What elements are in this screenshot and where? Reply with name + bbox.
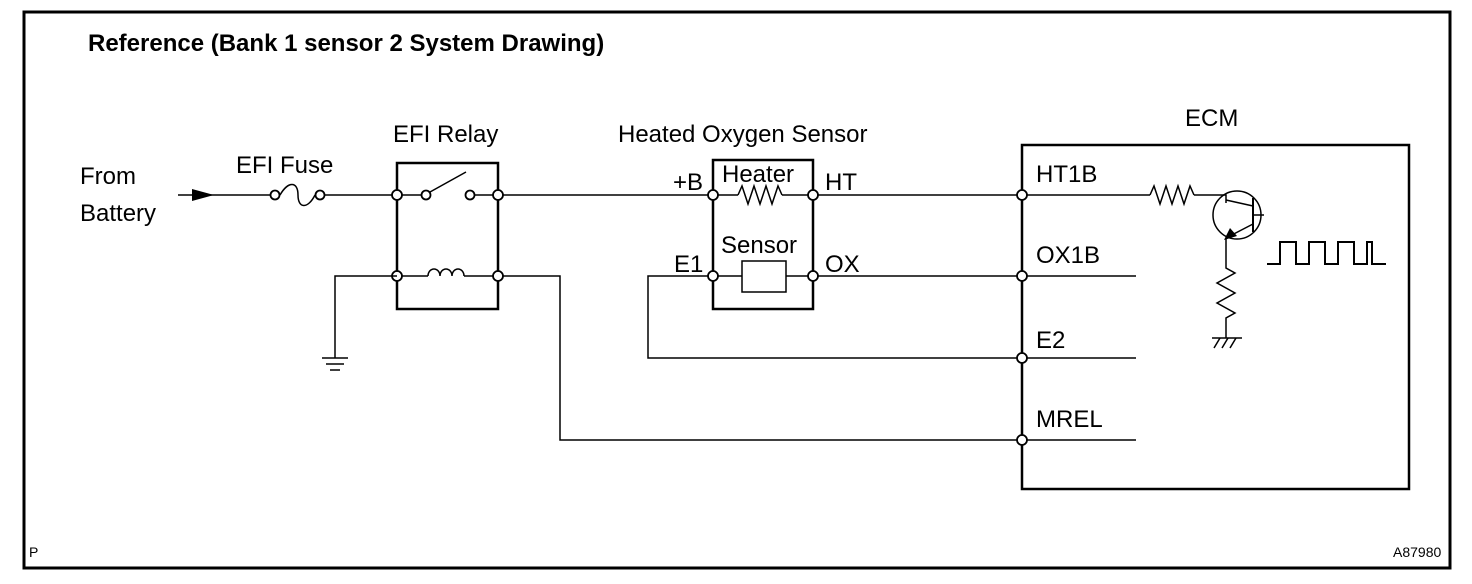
ecm-ground-resistor <box>1212 262 1242 349</box>
sensor-element <box>713 260 813 293</box>
sensor-element-label: Sensor <box>721 232 797 259</box>
ecm-box <box>1020 143 1411 491</box>
battery-arrow <box>178 189 270 201</box>
relay-terminal <box>492 189 504 201</box>
ecm-terminal-ht1b <box>1016 189 1028 201</box>
wire-e1-to-e2 <box>647 275 1017 359</box>
relay-terminal <box>492 270 504 282</box>
ecm-resistor <box>1027 183 1227 207</box>
fuse-label: EFI Fuse <box>236 152 333 179</box>
ground-symbol <box>322 275 397 371</box>
sensor-terminal-plus-b <box>707 189 719 201</box>
sensor-terminal-ox <box>807 270 819 282</box>
heater-label: Heater <box>722 161 794 188</box>
pin-e1-label: E1 <box>674 251 703 278</box>
heater-resistor <box>713 183 813 207</box>
sensor-box <box>711 158 815 311</box>
pulse-waveform-icon <box>1267 241 1386 265</box>
relay-label: EFI Relay <box>393 121 498 148</box>
battery-label-line2: Battery <box>80 200 156 227</box>
ecm-pin-ht1b-label: HT1B <box>1036 161 1097 188</box>
ecm-pin-e2-label: E2 <box>1036 327 1065 354</box>
ecm-terminal-e2 <box>1016 352 1028 364</box>
ecm-label: ECM <box>1185 105 1238 132</box>
fuse-symbol <box>269 183 326 207</box>
diagram-title: Reference (Bank 1 sensor 2 System Drawin… <box>88 30 604 57</box>
sensor-terminal-ht <box>807 189 819 201</box>
pin-ox-label: OX <box>825 251 860 278</box>
ecm-pin-mrel-label: MREL <box>1036 406 1103 433</box>
battery-label-line1: From <box>80 163 136 190</box>
pin-ht-label: HT <box>825 169 857 196</box>
sensor-label: Heated Oxygen Sensor <box>618 121 867 148</box>
pin-plus-b-label: +B <box>673 169 703 196</box>
outer-frame <box>22 10 1452 570</box>
relay-terminal <box>391 189 403 201</box>
relay-box <box>395 161 500 311</box>
figure-code: A87980 <box>1393 544 1441 560</box>
wire-mrel <box>503 275 1017 441</box>
sensor-terminal-e1 <box>707 270 719 282</box>
transistor-symbol <box>1212 190 1264 262</box>
relay-switch <box>397 171 498 201</box>
ecm-terminal-ox1b <box>1016 270 1028 282</box>
relay-coil <box>397 268 498 277</box>
corner-mark-p: P <box>29 544 38 560</box>
ecm-pin-ox1b-label: OX1B <box>1036 242 1100 269</box>
ecm-terminal-mrel <box>1016 434 1028 446</box>
